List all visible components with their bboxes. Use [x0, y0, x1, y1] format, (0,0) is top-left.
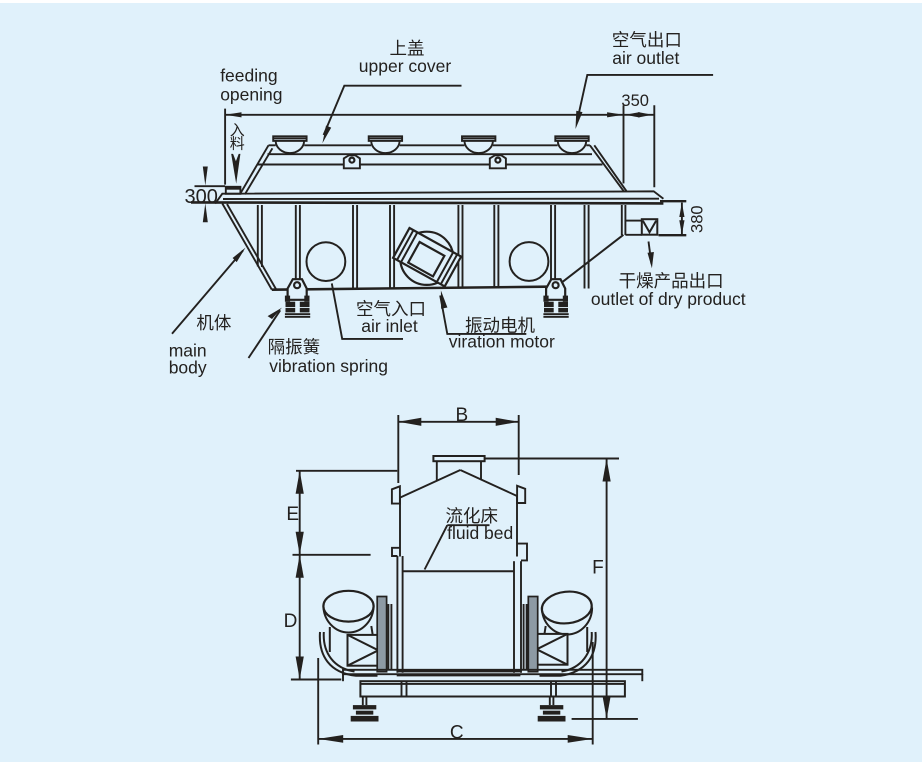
svg-text:300: 300 — [185, 186, 218, 208]
svg-text:上盖: 上盖 — [390, 39, 425, 59]
svg-text:料: 料 — [230, 136, 245, 153]
svg-text:机体: 机体 — [196, 313, 231, 333]
svg-text:B: B — [455, 405, 468, 426]
svg-text:D: D — [284, 611, 298, 632]
svg-text:fluid bed: fluid bed — [447, 523, 513, 543]
svg-text:C: C — [450, 722, 464, 743]
svg-text:air inlet: air inlet — [361, 316, 418, 336]
svg-text:空气出口: 空气出口 — [612, 30, 682, 50]
svg-text:outlet of dry product: outlet of dry product — [591, 289, 746, 309]
svg-text:干燥产品出口: 干燥产品出口 — [619, 271, 724, 291]
svg-text:流化床: 流化床 — [446, 506, 499, 526]
svg-text:入: 入 — [230, 122, 245, 139]
svg-text:空气入口: 空气入口 — [356, 299, 426, 319]
svg-text:viration motor: viration motor — [449, 332, 555, 352]
svg-text:main: main — [169, 340, 207, 360]
svg-text:opening: opening — [220, 85, 282, 105]
svg-text:air outlet: air outlet — [612, 48, 679, 68]
svg-text:vibration spring: vibration spring — [269, 356, 388, 376]
svg-text:E: E — [286, 504, 299, 525]
svg-text:隔振簧: 隔振簧 — [268, 337, 321, 357]
svg-text:振动电机: 振动电机 — [465, 316, 535, 336]
svg-text:350: 350 — [621, 92, 649, 110]
svg-text:upper cover: upper cover — [359, 56, 452, 76]
svg-text:F: F — [592, 558, 604, 579]
svg-text:feeding: feeding — [220, 66, 277, 86]
svg-text:body: body — [169, 358, 207, 378]
svg-text:380: 380 — [689, 205, 707, 233]
